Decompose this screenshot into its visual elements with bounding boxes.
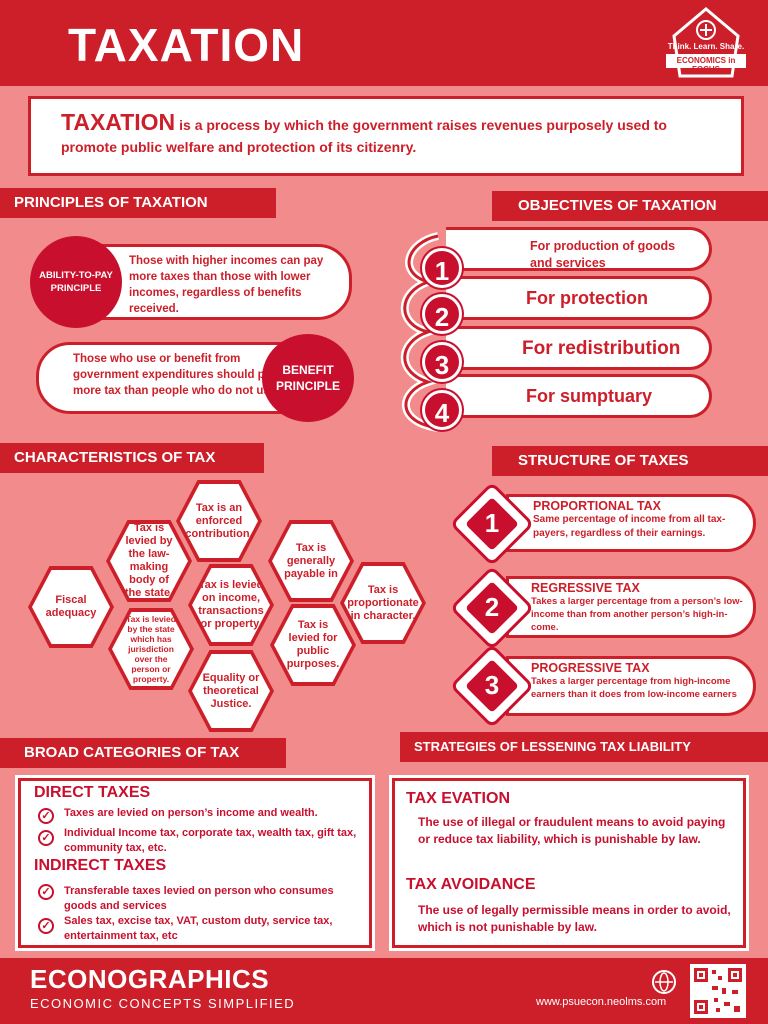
direct-taxes-item: Individual Income tax, corporate tax, we… xyxy=(64,827,357,854)
objective-text: For protection xyxy=(526,288,648,308)
structure-number-2: 2 xyxy=(484,592,500,622)
objective-number-2: 2 xyxy=(422,294,462,334)
objective-item-2: For protection xyxy=(446,276,712,320)
characteristic-cell: Tax is proportionate in character. xyxy=(340,562,426,644)
structure-number-3: 3 xyxy=(484,670,500,700)
structure-item-1: PROPORTIONAL TAX Same percentage of inco… xyxy=(506,494,756,552)
tax-avoidance-title: TAX AVOIDANCE xyxy=(406,876,536,893)
characteristics-heading: CHARACTERISTICS OF TAX xyxy=(0,443,264,473)
globe-icon xyxy=(652,970,676,994)
footer-url[interactable]: www.psuecon.neolms.com xyxy=(536,996,667,1008)
characteristic-cell: Tax is levied for public purposes. xyxy=(270,604,356,686)
structure-title: PROPORTIONAL TAX xyxy=(533,499,662,513)
categories-heading: BROAD CATEGORIES OF TAX xyxy=(0,738,286,768)
characteristic-cell: Tax is levied by the state which has jur… xyxy=(108,608,194,690)
structure-item-2: REGRESSIVE TAX Takes a larger percentage… xyxy=(506,576,756,638)
direct-taxes-item: Taxes are levied on person’s income and … xyxy=(64,807,318,819)
logo-tagline: Think. Learn. Share. xyxy=(667,42,745,51)
direct-taxes-title: DIRECT TAXES xyxy=(34,784,151,801)
tax-evasion-text: The use of illegal or fraudulent means t… xyxy=(418,815,726,846)
indirect-taxes-item: Sales tax, excise tax, VAT, custom duty,… xyxy=(64,915,333,942)
structure-number-1: 1 xyxy=(484,508,500,538)
definition-term: TAXATION xyxy=(61,109,176,135)
indirect-taxes-title: INDIRECT TAXES xyxy=(34,857,167,874)
ability-principle-text: Those with higher incomes can pay more t… xyxy=(129,255,324,315)
footer-bar xyxy=(0,958,768,1024)
characteristic-cell: Tax is an enforced contribution. xyxy=(176,480,262,562)
structure-title: REGRESSIVE TAX xyxy=(531,581,640,595)
page-title: TAXATION xyxy=(68,19,305,71)
objective-item-4: For sumptuary xyxy=(446,374,712,418)
logo-name: ECONOMICS in FOCUS xyxy=(676,56,736,74)
characteristic-cell: Tax is generally payable in xyxy=(268,520,354,602)
structure-title: PROGRESSIVE TAX xyxy=(531,661,650,675)
structure-heading: STRUCTURE OF TAXES xyxy=(492,446,768,476)
footer-tagline: ECONOMIC CONCEPTS SIMPLIFIED xyxy=(30,996,296,1011)
characteristic-cell: Tax is levied by the law-making body of … xyxy=(106,520,192,602)
objective-text: For redistribution xyxy=(522,338,681,359)
characteristic-cell: Tax is levied on income, transactions or… xyxy=(188,564,274,646)
objectives-heading: OBJECTIVES OF TAXATION xyxy=(492,191,768,221)
objective-item-1: For production of goods and services xyxy=(446,227,712,271)
objective-number-1: 1 xyxy=(422,248,462,288)
economics-in-focus-logo: Think. Learn. Share. ECONOMICS in FOCUS xyxy=(660,6,752,80)
categories-box xyxy=(18,778,372,948)
objective-number-3: 3 xyxy=(422,342,462,382)
qr-code xyxy=(690,964,746,1018)
definition-text: is a process by which the government rai… xyxy=(61,117,667,155)
objectives-swirl xyxy=(398,232,458,432)
check-icon: ✓ xyxy=(38,918,54,934)
header-bar xyxy=(0,0,768,86)
benefit-principle-label: BENEFIT PRINCIPLE xyxy=(275,363,340,393)
tax-avoidance-text: The use of legally permissible means in … xyxy=(418,903,731,934)
structure-item-3: PROGRESSIVE TAX Takes a larger percentag… xyxy=(506,656,756,716)
characteristic-cell: Equality or theoretical Justice. xyxy=(188,650,274,732)
objective-text: For production of goods and services xyxy=(530,239,676,270)
objective-item-3: For redistribution xyxy=(446,326,712,370)
structure-text: Same percentage of income from all tax-p… xyxy=(533,514,726,539)
strategies-heading: STRATEGIES OF LESSENING TAX LIABILITY xyxy=(400,732,768,762)
check-icon: ✓ xyxy=(38,830,54,846)
structure-text: Takes a larger percentage from a person’… xyxy=(531,596,743,633)
objective-text: For sumptuary xyxy=(526,386,653,406)
check-icon: ✓ xyxy=(38,884,54,900)
benefit-principle-badge: BENEFIT PRINCIPLE xyxy=(262,334,354,422)
principles-heading: PRINCIPLES OF TAXATION xyxy=(0,188,276,218)
characteristic-cell: Fiscal adequacy xyxy=(28,566,114,648)
check-icon: ✓ xyxy=(38,808,54,824)
indirect-taxes-item: Transferable taxes levied on person who … xyxy=(64,885,334,912)
structure-text: Takes a larger percentage from high-inco… xyxy=(531,676,737,700)
footer-brand: ECONOGRAPHICS xyxy=(30,964,270,994)
ability-principle-badge: ABILITY-TO-PAY PRINCIPLE xyxy=(30,236,122,328)
benefit-principle-text: Those who use or benefit from government… xyxy=(73,353,291,397)
objective-number-4: 4 xyxy=(422,390,462,430)
strategies-box xyxy=(392,778,746,948)
ability-principle-label: ABILITY-TO-PAY PRINCIPLE xyxy=(39,270,113,294)
tax-evasion-title: TAX EVATION xyxy=(406,790,510,807)
